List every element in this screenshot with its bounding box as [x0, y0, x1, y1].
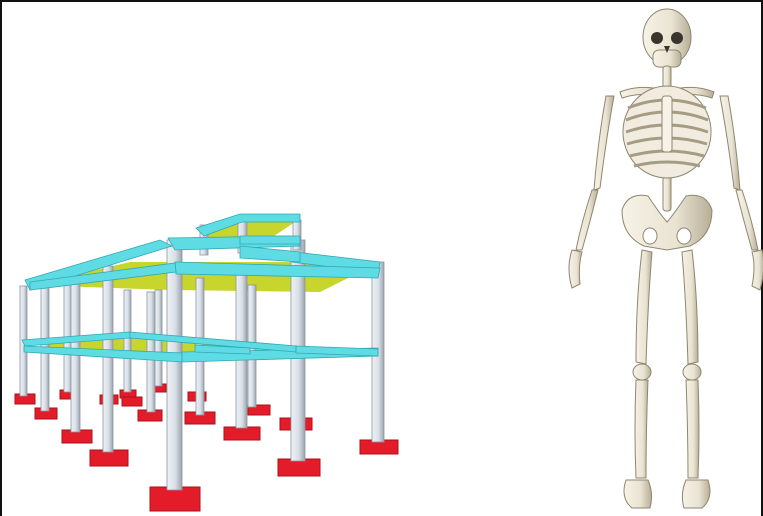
frame-bottom-left — [0, 486, 12, 516]
human-skeleton — [569, 9, 763, 508]
building-frame — [15, 214, 398, 511]
frame-bottom-right — [751, 486, 763, 516]
